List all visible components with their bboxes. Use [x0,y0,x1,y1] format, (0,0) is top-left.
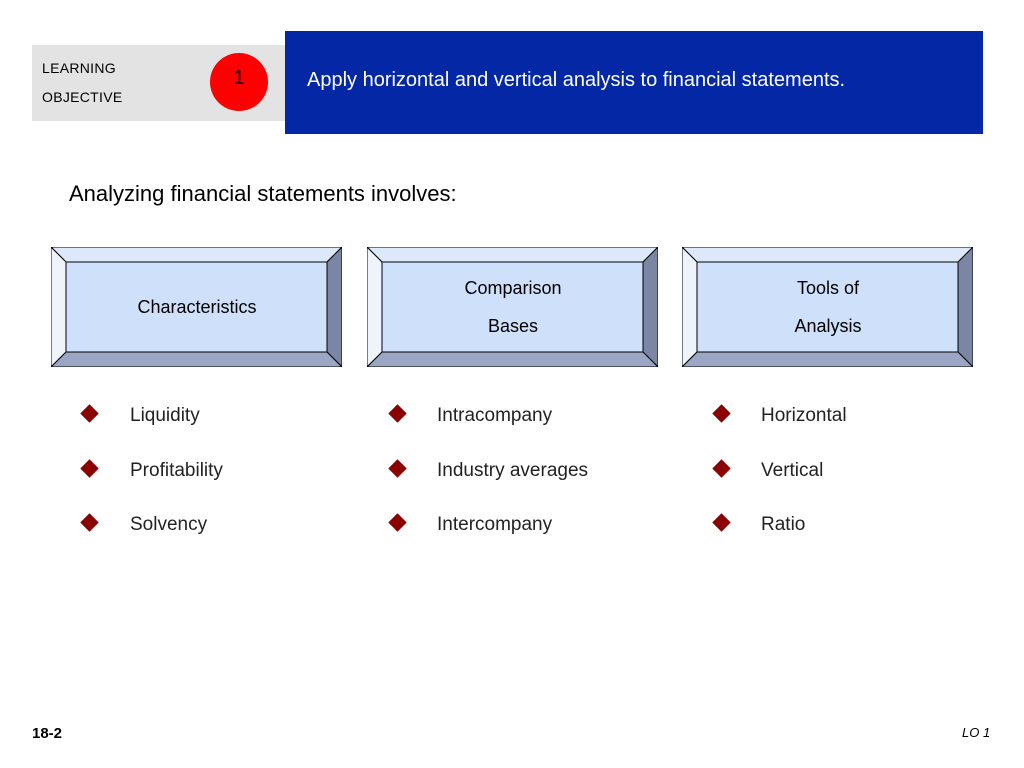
list-item-label: Vertical [761,459,824,481]
characteristics-box: Characteristics [51,247,342,367]
tools-of-analysis-box: Tools of Analysis [682,247,973,367]
diamond-bullet-icon [80,404,99,423]
list-item-label: Intercompany [437,514,553,535]
diamond-bullet-icon [388,513,407,532]
comparison-bases-box: Comparison Bases [367,247,658,367]
box-label-line: Characteristics [137,296,257,317]
diamond-bullet-icon [712,404,731,423]
learning-objective-panel: LEARNING OBJECTIVE 1 [32,45,294,121]
page-number: 18-2 [32,725,63,742]
diamond-bullet-icon [80,513,99,532]
intro-heading: Analyzing financial statements involves: [69,181,457,206]
objective-text: Apply horizontal and vertical analysis t… [307,69,846,91]
diamond-bullet-icon [388,458,407,478]
box-label-line: Bases [487,315,539,336]
list-item-label: Horizontal [761,405,847,426]
objective-label: OBJECTIVE [42,89,123,105]
diamond-bullet-icon [712,513,731,532]
objective-banner: Apply horizontal and vertical analysis t… [285,31,983,134]
list-item-label: Intracompany [437,405,553,426]
list-item-label: Ratio [761,514,806,535]
learning-label: LEARNING [42,60,116,76]
diamond-bullet-icon [80,458,99,478]
diamond-bullet-icon [712,458,731,478]
diamond-bullet-icon [388,404,407,423]
bevel-frame [367,247,658,367]
bevel-frame [682,247,973,367]
bevel-frame [51,247,342,367]
box-label: Characteristics [67,262,327,351]
learning-objective-tag: LO 1 [962,725,991,740]
objective-number-badge: 1 [210,53,268,111]
box-label: Comparison Bases [383,262,643,351]
list-item-label: Profitability [130,459,223,481]
box-label-line: Analysis [794,315,862,336]
list-item-label: Liquidity [130,405,200,426]
list-item-label: Solvency [130,514,208,535]
list-item-label: Industry averages [437,459,589,481]
box-label-line: Tools of [796,277,860,298]
box-label-line: Comparison [464,277,562,298]
box-label: Tools of Analysis [698,262,958,351]
